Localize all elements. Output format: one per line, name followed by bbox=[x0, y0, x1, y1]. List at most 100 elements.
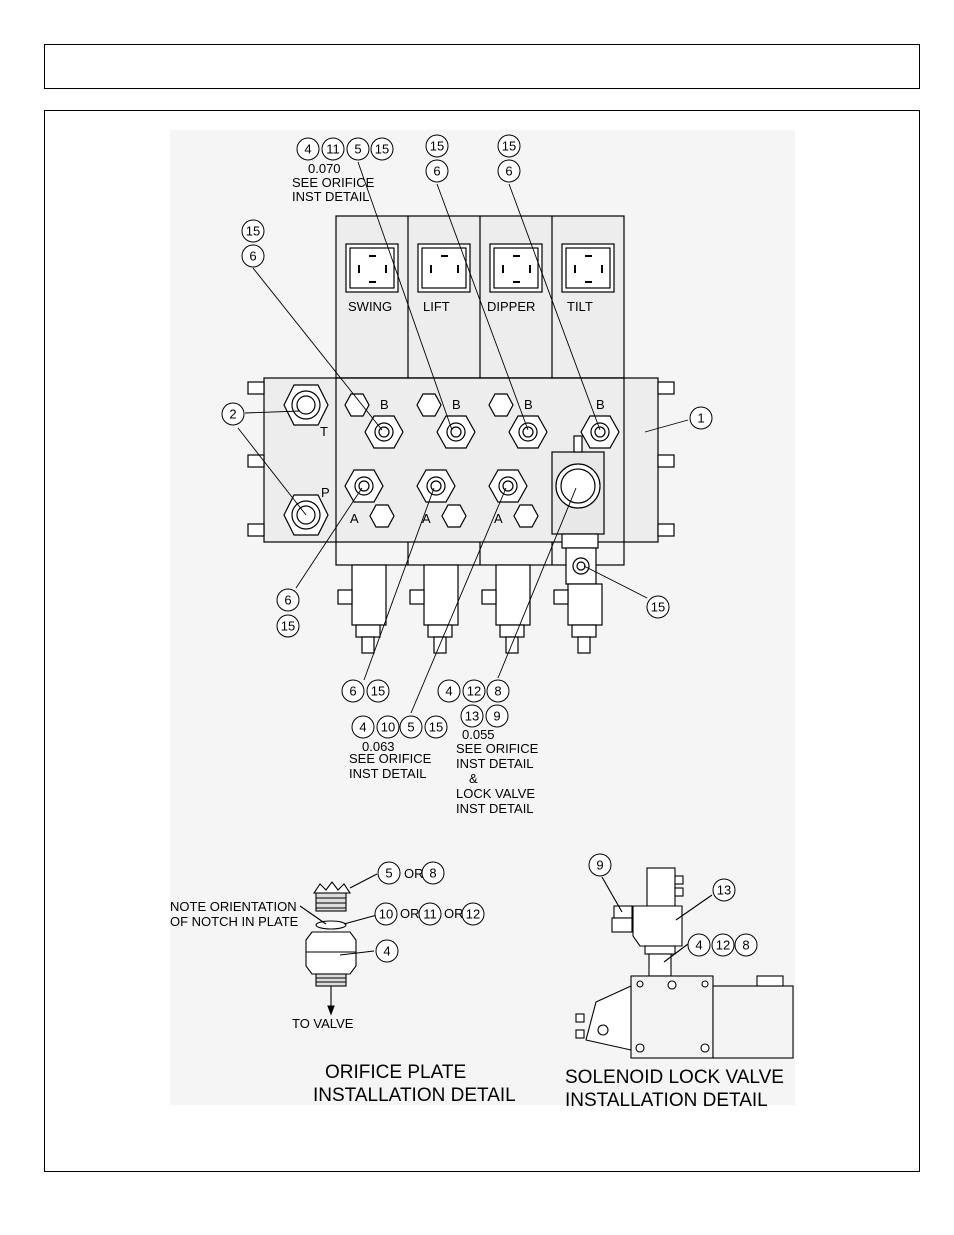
svg-text:15: 15 bbox=[502, 139, 516, 154]
orifice-detail-text: NOTE ORIENTATION OF NOTCH IN PLATE TO VA… bbox=[170, 866, 516, 1106]
callout-bubble: 5 bbox=[399, 715, 423, 739]
svg-text:10: 10 bbox=[381, 720, 395, 735]
svg-text:5: 5 bbox=[354, 142, 361, 157]
leader-lines bbox=[237, 161, 689, 714]
svg-text:15: 15 bbox=[375, 142, 389, 157]
svg-text:8: 8 bbox=[429, 866, 436, 881]
label-port-p: P bbox=[321, 485, 330, 500]
svg-text:9: 9 bbox=[596, 858, 603, 873]
note-see-orifice: SEE ORIFICE bbox=[349, 751, 432, 766]
svg-text:15: 15 bbox=[246, 224, 260, 239]
callout-bubble: 5 bbox=[377, 861, 401, 885]
spool-actuators bbox=[337, 564, 603, 654]
note-inst-detail: INST DETAIL bbox=[349, 766, 427, 781]
svg-text:5: 5 bbox=[385, 866, 392, 881]
callout-bubble: 6 bbox=[425, 159, 449, 183]
svg-text:4: 4 bbox=[304, 142, 311, 157]
label-port-a: A bbox=[422, 511, 431, 526]
svg-text:11: 11 bbox=[326, 142, 340, 157]
notes: 0.070 SEE ORIFICE INST DETAIL 0.063 SEE … bbox=[292, 161, 539, 816]
note-inst-detail: INST DETAIL bbox=[456, 756, 534, 771]
title-orifice-line1: ORIFICE PLATE bbox=[325, 1062, 466, 1083]
callout-bubble: 15 bbox=[497, 134, 521, 158]
label-swing: SWING bbox=[348, 299, 392, 314]
svg-text:15: 15 bbox=[430, 139, 444, 154]
port-labels: SWING LIFT DIPPER TILT B B B B A A A T P bbox=[320, 299, 605, 526]
svg-text:2: 2 bbox=[229, 407, 236, 422]
svg-text:9: 9 bbox=[493, 709, 500, 724]
label-port-b: B bbox=[452, 397, 461, 412]
callout-bubble: 15 bbox=[370, 137, 394, 161]
svg-text:4: 4 bbox=[383, 944, 390, 959]
callout-bubble: 15 bbox=[424, 715, 448, 739]
callout-bubble: 10 bbox=[376, 715, 400, 739]
svg-text:15: 15 bbox=[281, 619, 295, 634]
header-box bbox=[44, 44, 920, 89]
solenoid-detail-text: SOLENOID LOCK VALVE INSTALLATION DETAIL bbox=[565, 1067, 784, 1111]
label-port-a: A bbox=[350, 511, 359, 526]
note-or: OR bbox=[444, 906, 464, 921]
note-orifice-055: 0.055 bbox=[462, 727, 495, 742]
note-orifice-063: 0.063 bbox=[362, 739, 395, 754]
svg-text:6: 6 bbox=[433, 164, 440, 179]
note-to-valve: TO VALVE bbox=[292, 1016, 354, 1031]
svg-text:13: 13 bbox=[717, 883, 731, 898]
note-orientation: NOTE ORIENTATION bbox=[170, 899, 297, 914]
svg-text:1: 1 bbox=[697, 411, 704, 426]
callout-bubble: 4 bbox=[687, 933, 711, 957]
callout-bubble: 9 bbox=[485, 704, 509, 728]
callout-bubble: 6 bbox=[241, 244, 265, 268]
svg-text:12: 12 bbox=[467, 684, 481, 699]
port-fittings bbox=[283, 384, 620, 536]
label-dipper: DIPPER bbox=[487, 299, 535, 314]
note-or: OR bbox=[404, 866, 424, 881]
callout-bubble: 15 bbox=[425, 134, 449, 158]
svg-text:8: 8 bbox=[742, 938, 749, 953]
note-ampersand: & bbox=[469, 771, 478, 786]
callout-bubble: 13 bbox=[460, 704, 484, 728]
callout-bubble: 12 bbox=[711, 933, 735, 957]
title-solenoid-line1: SOLENOID LOCK VALVE bbox=[565, 1067, 784, 1088]
callout-bubble: 4 bbox=[437, 679, 461, 703]
callout-bubble: 6 bbox=[276, 588, 300, 612]
callout-bubble: 10 bbox=[374, 902, 398, 926]
label-port-t: T bbox=[320, 424, 328, 439]
callout-bubble: 6 bbox=[497, 159, 521, 183]
label-port-b: B bbox=[380, 397, 389, 412]
title-orifice-line2: INSTALLATION DETAIL bbox=[313, 1085, 516, 1106]
callout-bubble: 13 bbox=[712, 878, 736, 902]
drawing-frame bbox=[44, 110, 920, 1172]
callout-bubble: 4 bbox=[296, 137, 320, 161]
svg-text:6: 6 bbox=[349, 684, 356, 699]
label-port-b: B bbox=[524, 397, 533, 412]
svg-text:12: 12 bbox=[466, 907, 480, 922]
svg-text:15: 15 bbox=[371, 684, 385, 699]
callout-bubble: 15 bbox=[276, 614, 300, 638]
callout-bubble: 15 bbox=[241, 219, 265, 243]
callout-bubble: 8 bbox=[486, 679, 510, 703]
note-inst-detail: INST DETAIL bbox=[456, 801, 534, 816]
callout-bubble: 4 bbox=[351, 715, 375, 739]
callout-bubble: 11 bbox=[418, 902, 442, 926]
note-see-orifice: SEE ORIFICE bbox=[456, 741, 539, 756]
svg-text:10: 10 bbox=[379, 907, 393, 922]
callout-bubble: 2 bbox=[221, 402, 245, 426]
label-lift: LIFT bbox=[423, 299, 450, 314]
callout-bubble: 11 bbox=[321, 137, 345, 161]
svg-text:13: 13 bbox=[465, 709, 479, 724]
svg-text:6: 6 bbox=[284, 593, 291, 608]
callouts: 4 11 5 15 15 6 15 6 15 6 2 1 6 15 15 6 1… bbox=[221, 134, 758, 963]
svg-text:15: 15 bbox=[429, 720, 443, 735]
svg-text:11: 11 bbox=[423, 907, 437, 922]
svg-text:4: 4 bbox=[359, 720, 366, 735]
note-see-orifice: SEE ORIFICE bbox=[292, 175, 375, 190]
lock-valve-block bbox=[551, 435, 605, 585]
note-notch: OF NOTCH IN PLATE bbox=[170, 914, 299, 929]
callout-bubble: 1 bbox=[689, 406, 713, 430]
note-orifice-070: 0.070 bbox=[308, 161, 341, 176]
callout-bubble: 15 bbox=[646, 595, 670, 619]
solenoid-detail bbox=[575, 867, 794, 1059]
label-port-b: B bbox=[596, 397, 605, 412]
svg-text:8: 8 bbox=[494, 684, 501, 699]
